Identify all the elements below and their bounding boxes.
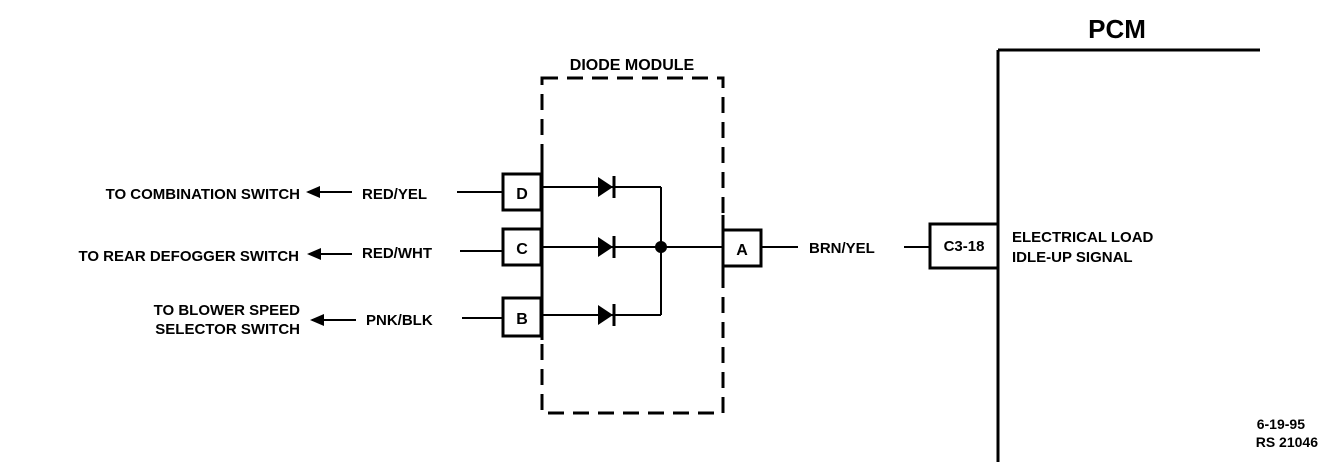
pcm-label: PCM [1088, 14, 1146, 44]
dest-blower-line1: TO BLOWER SPEED [154, 302, 301, 319]
terminal-d-box [501, 172, 543, 212]
pin-c3-18-box [928, 222, 1000, 270]
wire-red-yel: RED/YEL [362, 186, 427, 203]
footer-date: 6-19-95 [1257, 416, 1305, 432]
diode-module-label: DIODE MODULE [570, 57, 695, 74]
wire-red-wht: RED/WHT [362, 245, 432, 262]
terminal-a-label: A [736, 242, 748, 259]
terminal-b-box [501, 296, 543, 338]
dest-combination-switch: TO COMBINATION SWITCH [106, 186, 300, 203]
arrow-d-icon [306, 186, 352, 198]
signal-line2: IDLE-UP SIGNAL [1012, 249, 1133, 266]
signal-line1: ELECTRICAL LOAD [1012, 229, 1154, 246]
dest-blower-line2: SELECTOR SWITCH [155, 321, 300, 338]
diode-b-icon [598, 304, 616, 326]
junction-dot [655, 241, 667, 253]
wire-pnk-blk: PNK/BLK [366, 312, 433, 329]
terminal-c-label: C [516, 241, 528, 258]
wire-brn-yel: BRN/YEL [809, 240, 875, 257]
arrow-b-icon [310, 314, 356, 326]
diode-module-outline [540, 76, 725, 415]
diode-c-icon [598, 236, 616, 258]
dest-rear-defogger-switch: TO REAR DEFOGGER SWITCH [78, 248, 299, 265]
pin-c3-18-label: C3-18 [944, 238, 985, 255]
arrow-c-icon [307, 248, 352, 260]
footer-ref: RS 21046 [1256, 434, 1318, 450]
terminal-c-box [501, 227, 543, 267]
terminal-d-label: D [516, 186, 528, 203]
diode-d-icon [598, 176, 616, 198]
terminal-b-label: B [516, 311, 528, 328]
